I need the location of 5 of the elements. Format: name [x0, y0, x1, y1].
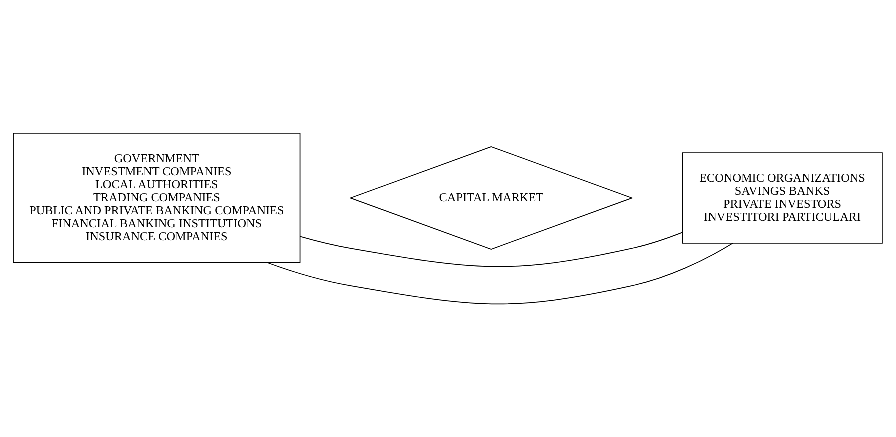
- connector: [268, 242, 734, 304]
- node-diamond: CAPITAL MARKET: [349, 146, 634, 250]
- node-box: ECONOMIC ORGANIZATIONS SAVINGS BANKS PRIVATE INVESTORS INVESTITORI PARTICULARI: [682, 152, 883, 244]
- node-box: GOVERNMENT INVESTMENT COMPANIES LOCAL AUTHORITIES TRADING COMPANIES PUBLIC AND PRIVATE BANKING COMPANIES FINANCIAL BANKING INSTITUTIONS INSURANCE COMPANIES: [13, 132, 301, 263]
- connector: [300, 232, 683, 267]
